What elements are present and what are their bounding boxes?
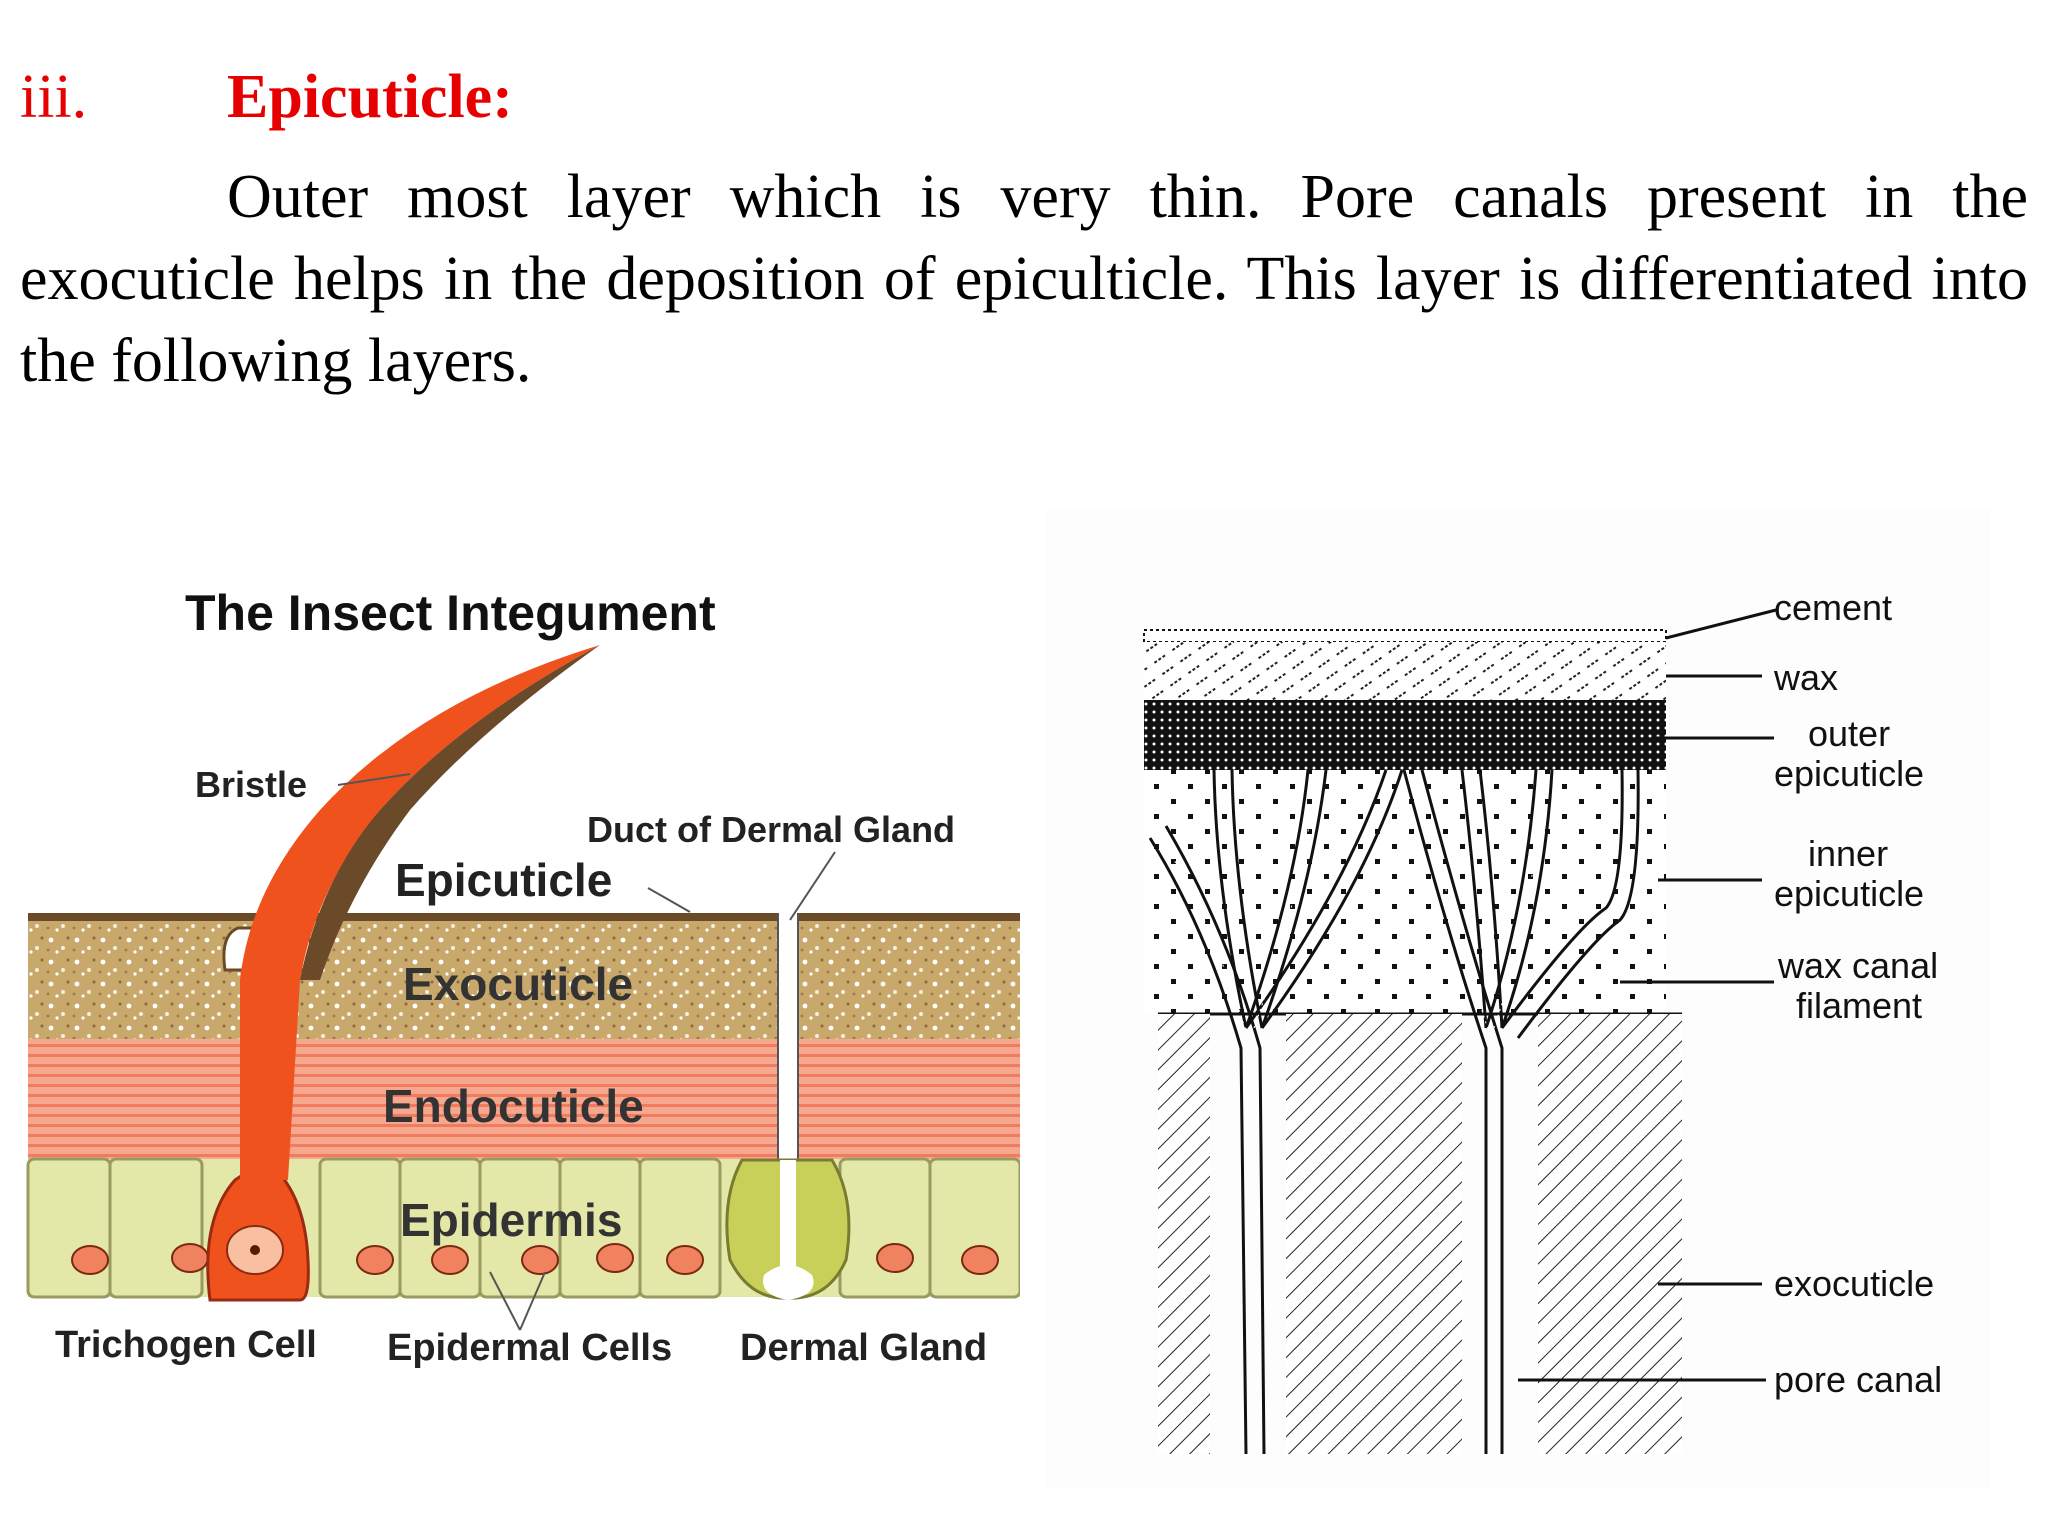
exocuticle-block — [1158, 1014, 1210, 1454]
label-trichogen-cell: Trichogen Cell — [55, 1324, 317, 1366]
section-number: iii. — [20, 63, 88, 131]
epidermis-layer — [28, 1159, 1020, 1297]
label-exocuticle: Exocuticle — [403, 958, 633, 1010]
outer-epicuticle-layer — [1144, 700, 1666, 770]
label-outer-line2: epicuticle — [1774, 753, 1924, 794]
label-inner-line1: inner — [1808, 833, 1888, 874]
label-pore-canal: pore canal — [1774, 1359, 1942, 1400]
label-cement: cement — [1774, 587, 1892, 628]
label-dermal-gland: Dermal Gland — [740, 1327, 987, 1369]
inner-epicuticle-layer — [1144, 770, 1666, 1014]
label-epidermal-cells: Epidermal Cells — [387, 1327, 672, 1369]
exocuticle-layer — [28, 921, 778, 1039]
label-wax: wax — [1773, 657, 1838, 698]
bristle — [240, 645, 600, 1180]
label-bristle: Bristle — [195, 764, 307, 805]
label-endocuticle: Endocuticle — [383, 1080, 644, 1132]
label-wax-canal-line1: wax canal — [1777, 945, 1938, 986]
endocuticle-layer — [28, 1039, 778, 1159]
exocuticle-block — [1286, 1014, 1462, 1454]
label-epidermis: Epidermis — [400, 1194, 622, 1246]
pore-canals — [1148, 769, 1640, 1455]
insect-integument-diagram: The Insect Integument — [20, 560, 1022, 1390]
label-inner-line2: epicuticle — [1774, 873, 1924, 914]
section-title: Epicuticle: — [227, 63, 513, 131]
label-wax-canal-line2: filament — [1796, 985, 1922, 1026]
figure-title: The Insect Integument — [185, 585, 716, 641]
label-duct: Duct of Dermal Gland — [587, 809, 955, 850]
epicuticle-layers-diagram: cement wax outer epicuticle inner epicut… — [1046, 508, 1990, 1488]
body-paragraph: Outer most layer which is very thin. Por… — [20, 163, 2028, 395]
wax-layer — [1144, 642, 1666, 700]
cement-layer — [1143, 629, 1667, 643]
label-epicuticle: Epicuticle — [395, 854, 612, 906]
label-outer-line1: outer — [1808, 713, 1890, 754]
exocuticle-block — [1538, 1014, 1682, 1454]
label-exocuticle: exocuticle — [1774, 1263, 1934, 1304]
